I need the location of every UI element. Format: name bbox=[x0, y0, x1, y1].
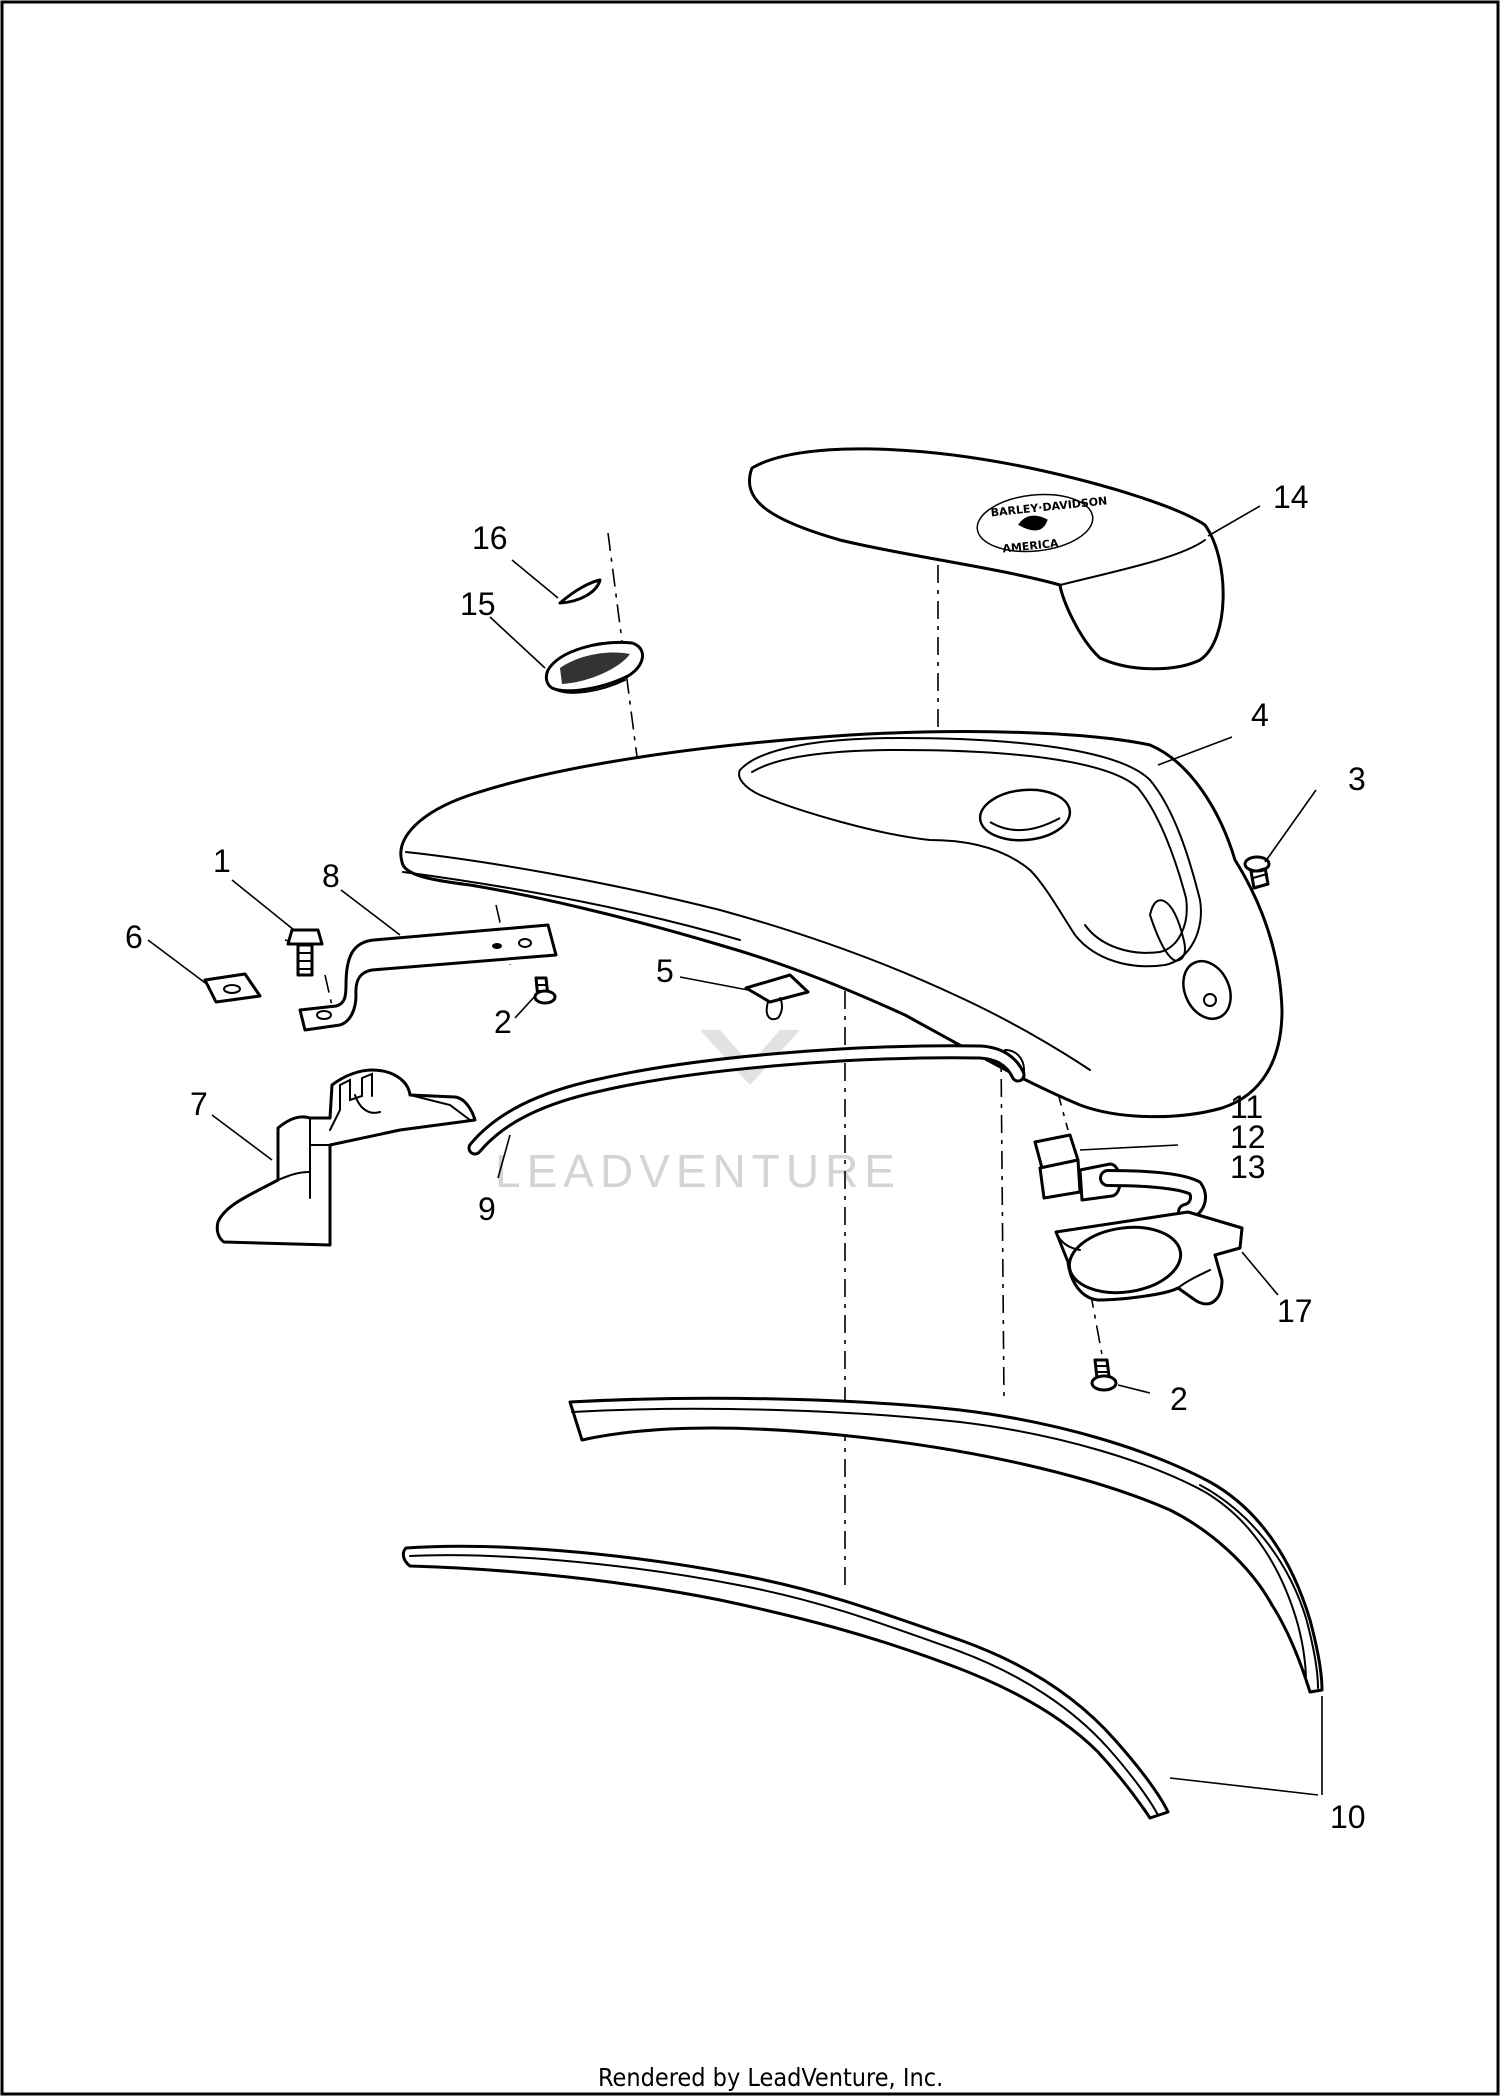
callout-2-left: 2 bbox=[494, 1004, 512, 1040]
callout-9: 9 bbox=[478, 1191, 496, 1227]
part-7-housing[interactable] bbox=[215, 1068, 477, 1247]
footer-credit: Rendered by LeadVenture, Inc. bbox=[598, 2063, 943, 2092]
part-14-console-cover[interactable]: BARLEY·DAVIDSON AMERICA bbox=[747, 447, 1225, 671]
part-16-badge[interactable] bbox=[558, 578, 602, 605]
callout-10: 10 bbox=[1330, 1799, 1366, 1835]
callout-6: 4 bbox=[1251, 697, 1269, 733]
part-15-fuel-cap[interactable] bbox=[544, 640, 644, 694]
callout-3: 3 bbox=[1348, 761, 1366, 797]
part-1-bolt[interactable] bbox=[286, 928, 324, 977]
part-9-vent-tube[interactable] bbox=[467, 1044, 1026, 1156]
part-8-bracket[interactable] bbox=[298, 923, 558, 1032]
callout-14: 14 bbox=[1273, 479, 1309, 515]
part-5-clip[interactable] bbox=[744, 973, 810, 1021]
part-2-screw-right[interactable] bbox=[1090, 1358, 1118, 1392]
callout-13: 13 bbox=[1230, 1149, 1266, 1185]
callout-labels: 14 16 15 4 3 1 8 6 5 2 7 11 12 13 9 17 2… bbox=[125, 479, 1366, 1835]
part-4-clip-nut[interactable] bbox=[203, 972, 262, 1004]
callout-7: 7 bbox=[190, 1086, 208, 1122]
callout-15: 15 bbox=[460, 586, 496, 622]
part-10-lower-trim-strip[interactable] bbox=[401, 1544, 1170, 1820]
part-11-13-sensor-connector[interactable] bbox=[1033, 1133, 1207, 1221]
callout-4: 6 bbox=[125, 919, 143, 955]
part-2-screw-left[interactable] bbox=[533, 976, 557, 1005]
callout-16: 16 bbox=[472, 520, 508, 556]
leader-lines bbox=[147, 505, 1323, 1796]
part-17-mount-plate[interactable] bbox=[1054, 1210, 1244, 1306]
part-6-fuel-tank-console[interactable] bbox=[399, 730, 1284, 1119]
callout-8: 8 bbox=[322, 858, 340, 894]
part-3-screw[interactable] bbox=[1243, 855, 1271, 890]
callout-2-right: 2 bbox=[1170, 1381, 1188, 1417]
callout-11: 11 bbox=[1230, 1089, 1263, 1125]
svg-text:AMERICA: AMERICA bbox=[1002, 537, 1060, 556]
part-10-upper-trim-strip[interactable] bbox=[568, 1396, 1324, 1694]
callout-17: 17 bbox=[1277, 1293, 1313, 1329]
callout-1: 1 bbox=[213, 843, 231, 879]
watermark-text: LEADVENTURE bbox=[495, 1145, 901, 1197]
callout-5: 5 bbox=[656, 953, 674, 989]
callout-12: 12 bbox=[1230, 1119, 1266, 1155]
